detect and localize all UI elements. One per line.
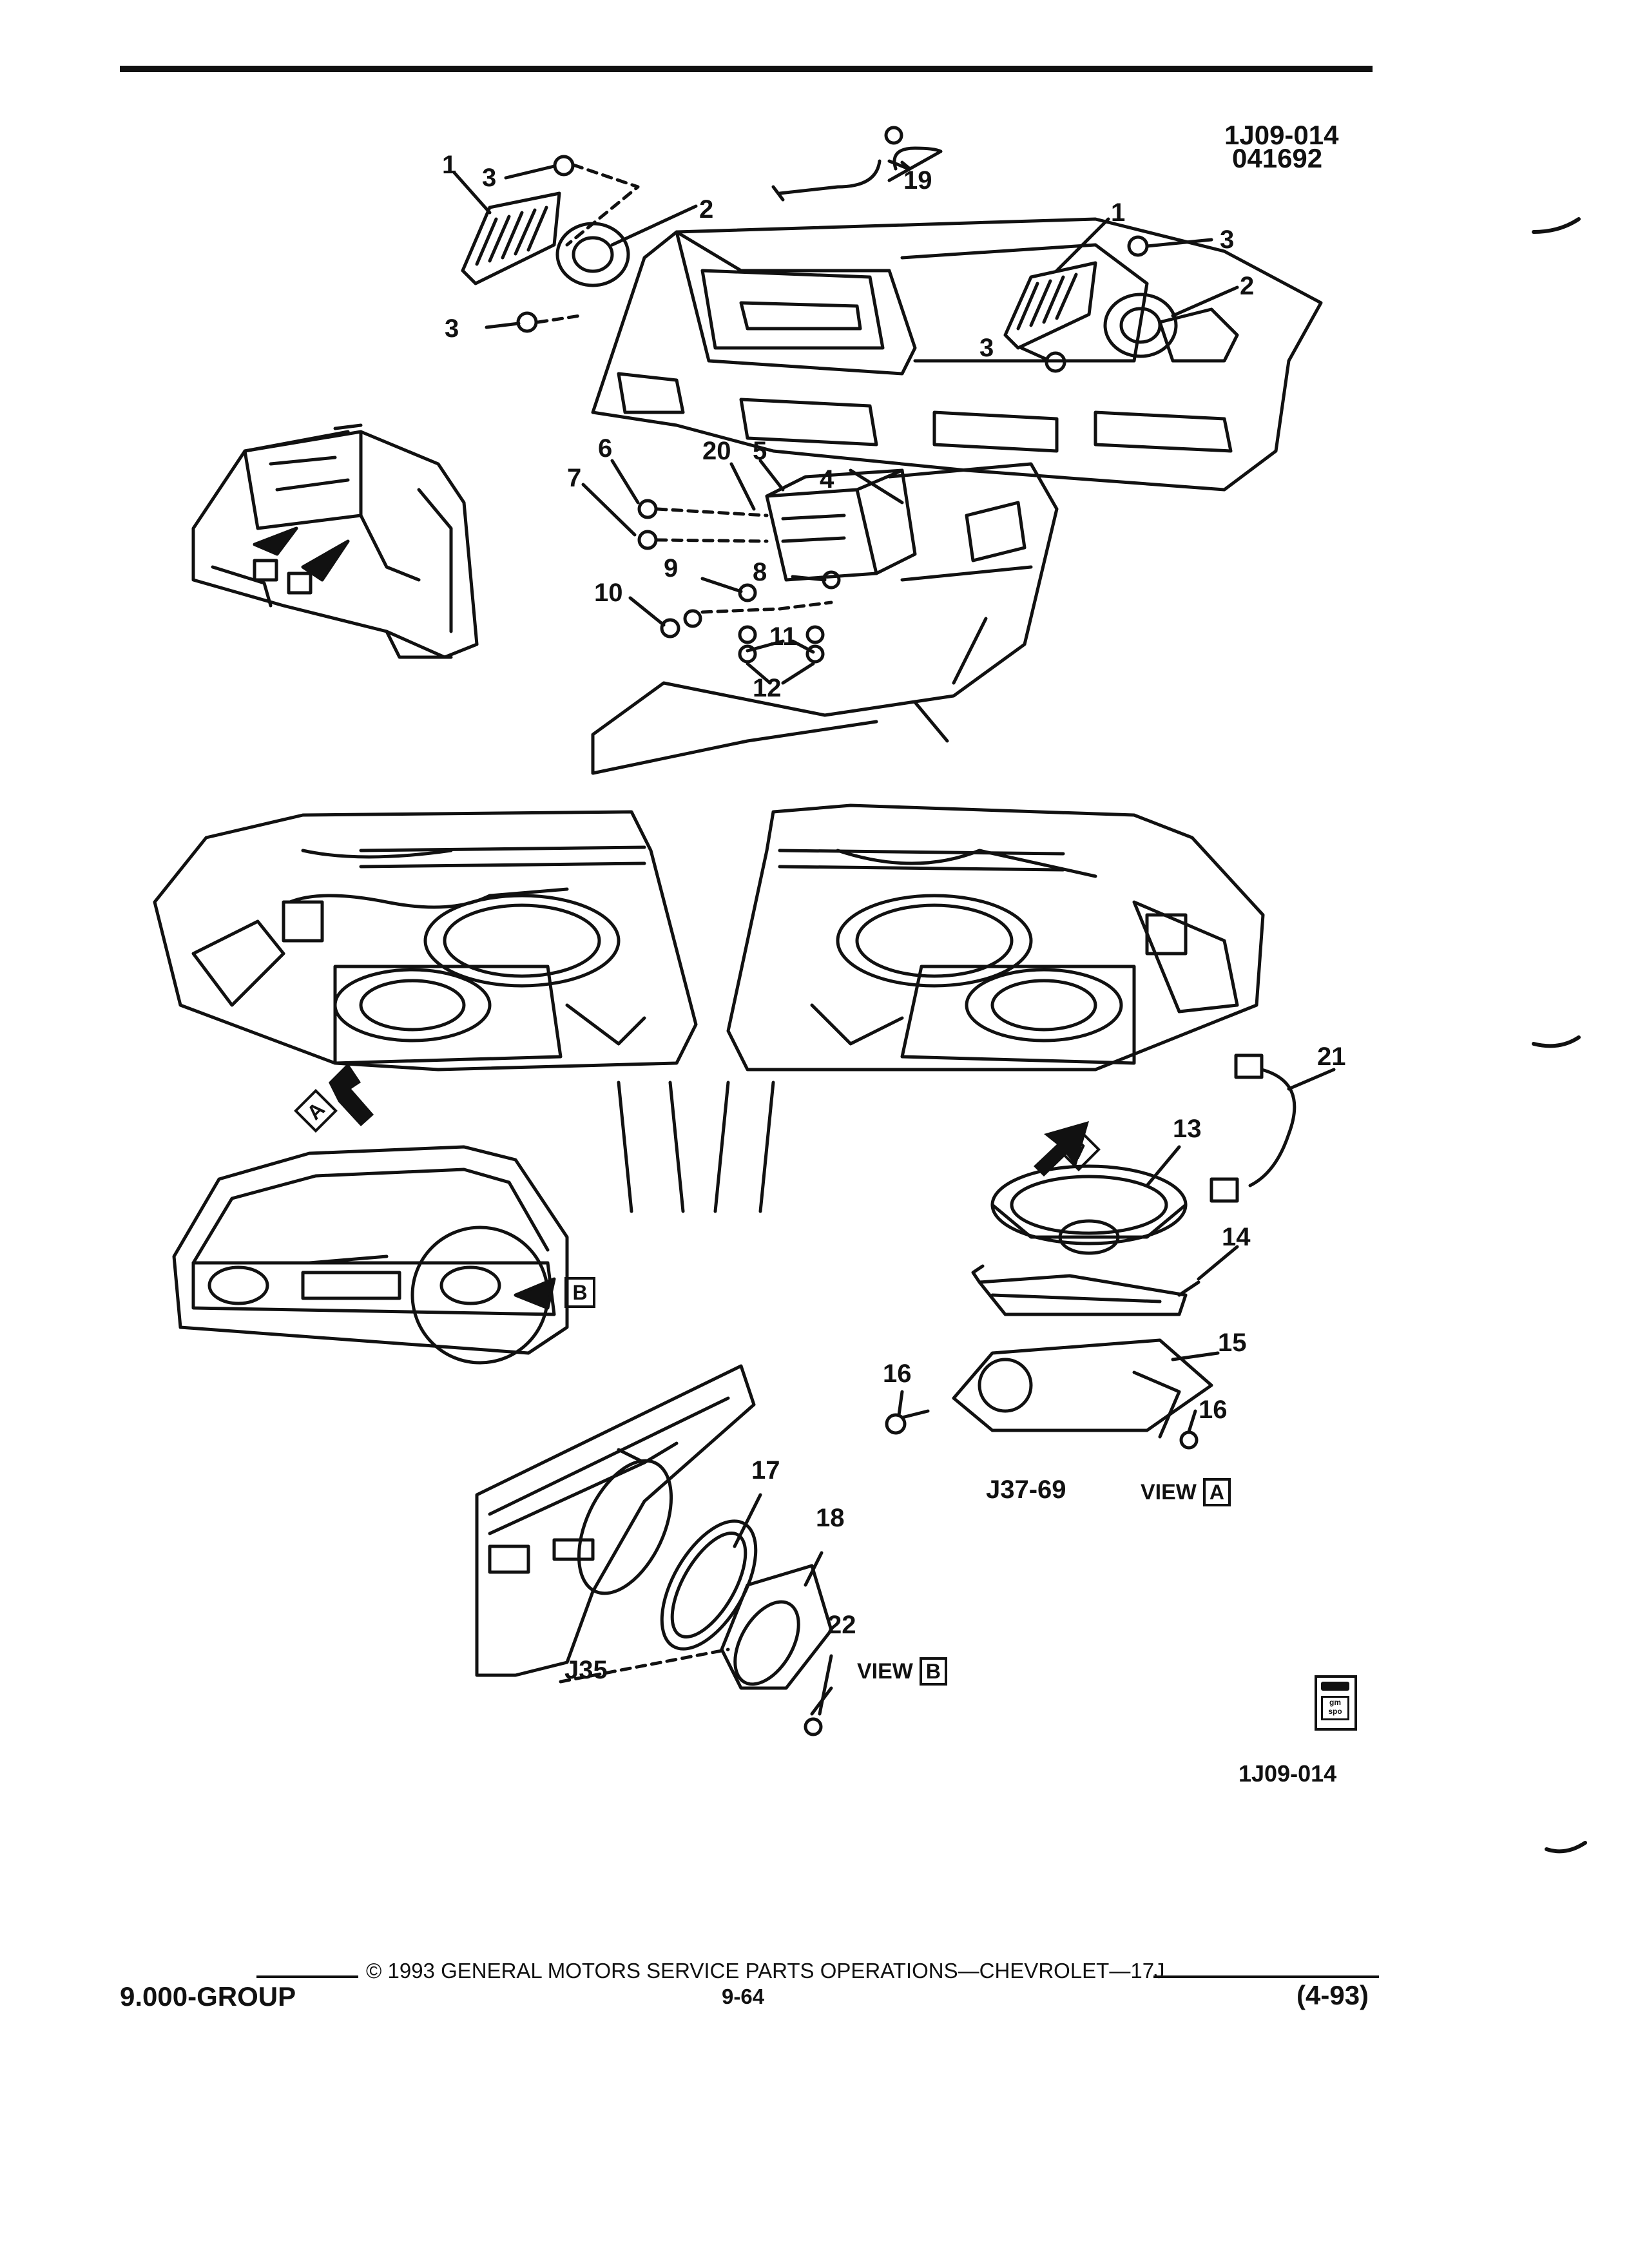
footer-copyright: © 1993 GENERAL MOTORS SERVICE PARTS OPER…: [366, 1959, 1165, 1983]
view-a-speaker-drawing: [885, 1053, 1336, 1450]
date-code: 041692: [1232, 143, 1323, 173]
callout-12: 12: [753, 674, 782, 702]
view-a-letter-box: A: [1202, 1478, 1231, 1506]
figure-ref-bottom: 1J09-014: [1239, 1760, 1337, 1787]
callout-15: 15: [1218, 1329, 1247, 1357]
trunk-lid-drawing: [172, 1145, 569, 1365]
footer-rule-right: [1153, 1975, 1379, 1978]
callout-18: 18: [816, 1504, 845, 1532]
footer-group: 9.000-GROUP: [120, 1981, 296, 2012]
callout-16-right: 16: [1199, 1396, 1228, 1424]
gm-spo-logo-cap: [1321, 1682, 1349, 1691]
view-b-speaker-drawing: [475, 1364, 833, 1736]
callout-5: 5: [753, 437, 767, 465]
callout-20: 20: [702, 437, 731, 465]
callout-7: 7: [567, 464, 582, 492]
view-b-letter-box: B: [919, 1657, 948, 1686]
callout-8: 8: [753, 558, 767, 586]
callout-22: 22: [827, 1611, 856, 1639]
footer-revision: (4-93): [1296, 1980, 1369, 2010]
view-b-marker-letter: B: [572, 1281, 588, 1304]
trunk-thumbnail-drawing: [191, 423, 479, 659]
callout-3-top-left: 3: [482, 164, 497, 192]
callout-9: 9: [664, 554, 679, 582]
figure-id: 1J09-014: [1224, 120, 1339, 150]
rear-shelf-right-drawing: [713, 803, 1265, 1213]
callout-1-left: 1: [442, 151, 457, 179]
view-b-marker: B: [564, 1277, 595, 1308]
radio-console-drawing: [581, 459, 1059, 775]
callout-4: 4: [820, 465, 834, 494]
label-j37-69: J37-69: [986, 1475, 1066, 1504]
label-j35: J35: [564, 1656, 608, 1684]
instrument-panel-drawing: [452, 126, 1323, 492]
callout-21: 21: [1317, 1043, 1346, 1071]
view-b-word: VIEW: [857, 1659, 913, 1684]
callout-6: 6: [598, 434, 613, 463]
footer-page-number: 9-64: [722, 1984, 765, 2008]
gm-spo-logo: gm spo: [1315, 1675, 1357, 1731]
callout-3-top-right: 3: [1220, 226, 1235, 254]
callout-11: 11: [769, 622, 797, 651]
callout-19: 19: [903, 166, 932, 195]
top-rule: [120, 66, 1373, 72]
callout-14: 14: [1222, 1223, 1251, 1251]
callout-2-right: 2: [1240, 272, 1255, 300]
rear-shelf-left-drawing: [153, 810, 698, 1213]
callout-16-left: 16: [883, 1360, 912, 1388]
gm-spo-logo-text: gm spo: [1321, 1696, 1349, 1720]
callout-13: 13: [1173, 1115, 1202, 1143]
footer-rule-left: [256, 1975, 358, 1978]
callout-10: 10: [594, 579, 623, 607]
callout-3-mid-right: 3: [979, 334, 994, 362]
callout-2-left: 2: [699, 195, 714, 224]
callout-17: 17: [751, 1456, 780, 1485]
callout-3-mid-left: 3: [445, 314, 459, 343]
view-a-word: VIEW: [1141, 1480, 1197, 1504]
callout-1-right: 1: [1111, 198, 1126, 227]
